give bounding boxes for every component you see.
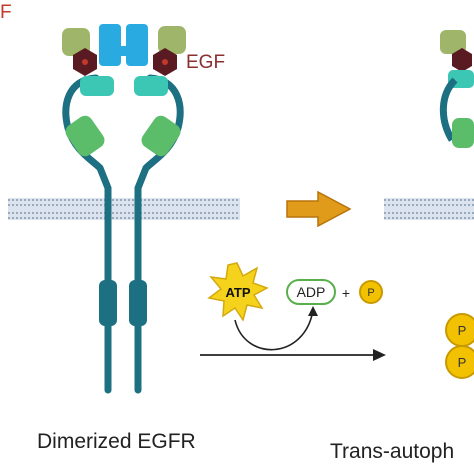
receptor-domain-right-mid (134, 76, 168, 96)
receptor-domain-left-top (62, 28, 90, 56)
phosphate-partial-top-label: P (458, 323, 467, 338)
transition-arrow (286, 190, 352, 228)
adp-pill (286, 279, 336, 305)
egf-label-partial: F (0, 2, 12, 23)
egfr-partial-right (439, 30, 474, 148)
plus-sign: + (342, 285, 350, 301)
phosphate-label: P (367, 287, 374, 299)
receptor-domain-right-top (158, 26, 186, 54)
egf-label: EGF (186, 52, 226, 73)
atp-burst (207, 262, 269, 322)
cell-membrane-left (8, 198, 240, 220)
cell-membrane-right (384, 198, 474, 220)
egfr-monomer-left (62, 24, 121, 394)
receptor-domain-right-lower (141, 115, 181, 157)
conversion-arc (234, 309, 314, 351)
kinase-domain-left (99, 280, 117, 326)
atp-label: ATP (225, 285, 250, 300)
dimerization-arm-right (126, 24, 148, 66)
dimerization-arm-left (99, 24, 121, 66)
phosphate-circle (359, 280, 383, 304)
receptor-domain-left-mid (80, 76, 114, 96)
phosphate-partial-bottom-label: P (458, 355, 467, 370)
caption-trans-autophosphorylation: Trans-autoph (330, 440, 455, 463)
egfr-monomer-right (118, 24, 186, 394)
receptor-domain-left-lower (65, 115, 105, 157)
kinase-domain-right (129, 280, 147, 326)
adp-label: ADP (297, 284, 326, 300)
phosphate-partial-bottom (445, 345, 474, 379)
caption-dimerized-egfr: Dimerized EGFR (37, 430, 196, 453)
